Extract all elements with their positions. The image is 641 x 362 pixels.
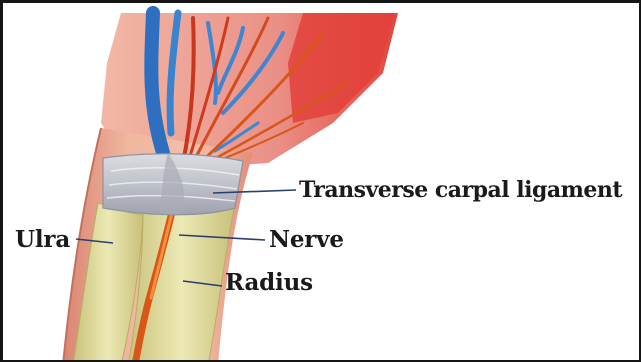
radius-label: Radius — [225, 270, 313, 296]
ulra-label: Ulra — [15, 227, 70, 253]
transverse-carpal-ligament-label: Transverse carpal ligament — [299, 177, 622, 203]
nerve-label: Nerve — [269, 227, 344, 253]
thenar-muscle — [288, 13, 395, 123]
